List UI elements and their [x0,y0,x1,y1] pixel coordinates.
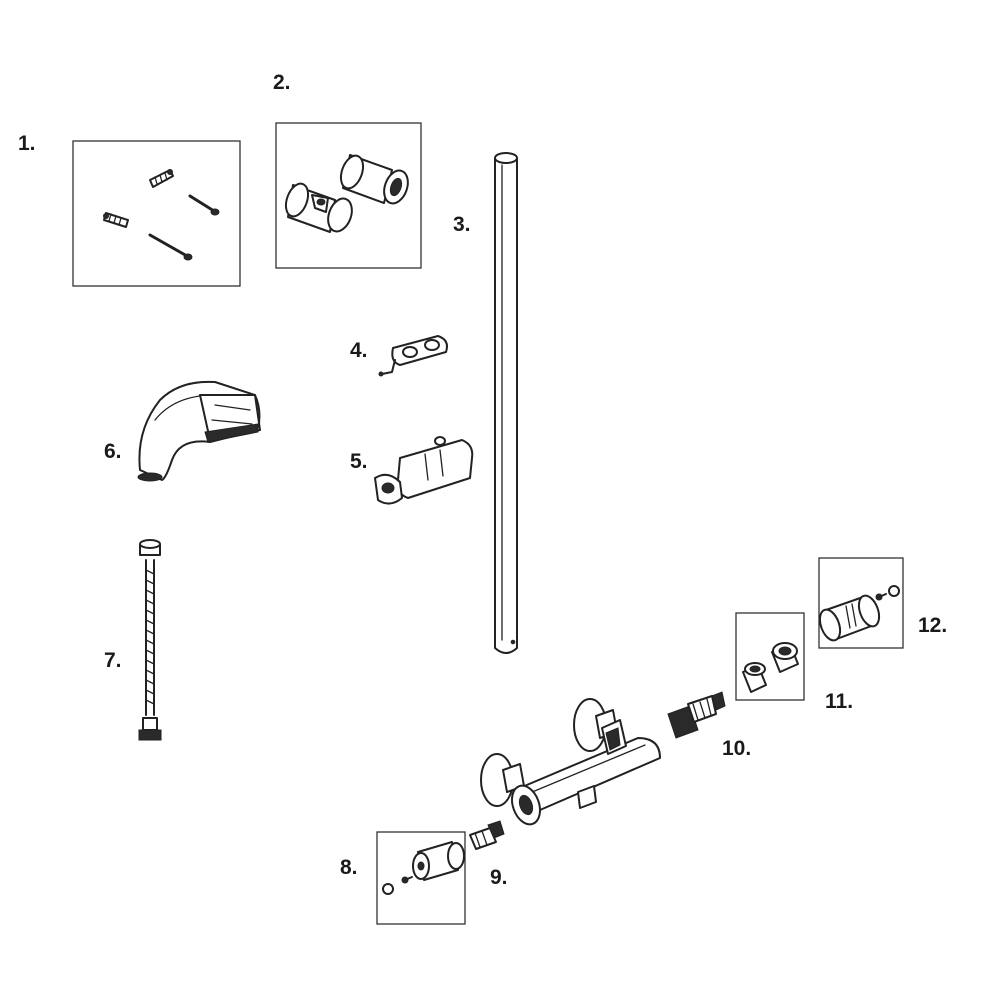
part-3-slide-rail [494,152,518,654]
label-part-4: 4. [350,339,368,362]
screw-icon [148,233,193,261]
part-1-wall-plugs-screws [72,140,241,287]
part-5-handset-slider [374,436,474,505]
label-part-10: 10. [722,737,751,760]
wall-plug-icon [103,212,129,228]
label-part-6: 6. [104,440,122,463]
label-part-3: 3. [453,213,471,236]
part-8-control-knob [376,831,466,925]
part-11-box [735,612,805,701]
part-12-temperature-knob [818,557,904,649]
label-part-1: 1. [18,132,36,155]
part-11-adapter-nuts [735,612,805,701]
label-part-8: 8. [340,856,358,879]
mixer-valve-body [480,698,661,826]
wall-escutcheon-left [480,753,525,807]
label-part-9: 9. [490,866,508,889]
part-10-thermostatic-cartridge [667,691,726,739]
part-2-rail-brackets [275,122,422,269]
bracket-icon [284,182,353,233]
nut-icon [742,662,767,693]
bracket-icon [339,154,409,205]
part-4-retaining-ring [378,335,448,377]
part-8-box [376,831,466,925]
part-9-small-cartridge [469,820,505,850]
part-12-box [818,557,904,649]
part-2-box [275,122,422,269]
label-part-12: 12. [918,614,947,637]
part-6-hand-shower [137,380,261,482]
label-part-2: 2. [273,71,291,94]
nut-icon [771,642,799,673]
part-1-box [72,140,241,287]
wall-plug-icon [149,169,174,188]
wall-escutcheon-right [573,698,618,752]
screw-icon [188,194,220,216]
label-part-11: 11. [825,690,853,713]
label-part-7: 7. [104,649,122,672]
label-part-5: 5. [350,450,368,473]
part-7-shower-hose [138,539,162,741]
